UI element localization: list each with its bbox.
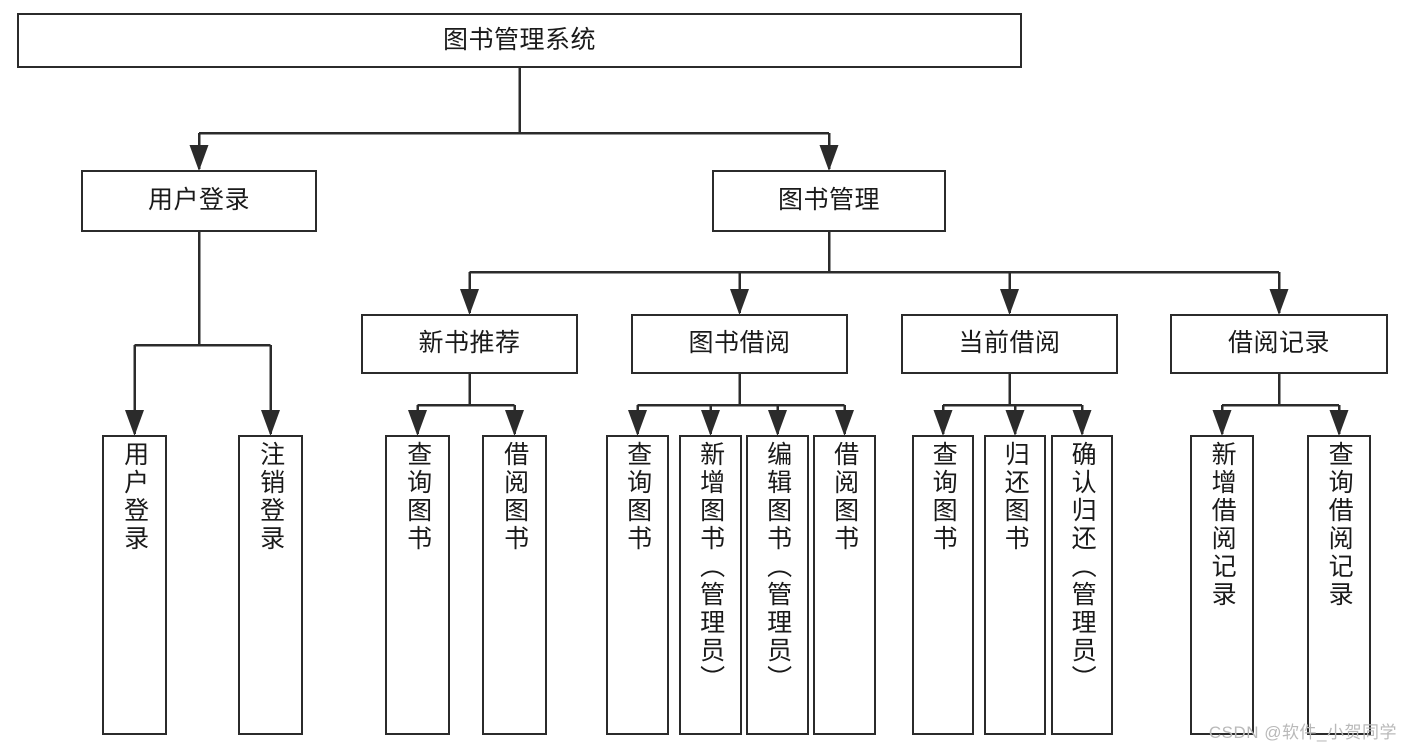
node-label: 新书推荐	[418, 329, 521, 358]
arrow-head	[125, 410, 144, 436]
node-leaf-return-book[interactable]: 归还图书	[984, 435, 1046, 735]
arrow-head	[1212, 410, 1232, 436]
arrow-head	[1269, 289, 1289, 315]
node-label: 注销登录	[256, 441, 285, 553]
node-label: 编辑图书（管理员）	[763, 441, 792, 693]
node-label: 借阅记录	[1227, 329, 1330, 358]
node-label: 图书借阅	[688, 329, 791, 358]
node-leaf-query-book-cb[interactable]: 查询图书	[912, 435, 974, 735]
node-leaf-user-logout[interactable]: 注销登录	[238, 435, 303, 735]
node-label: 图书管理	[777, 186, 880, 215]
arrow-head	[1000, 289, 1019, 315]
node-label: 当前借阅	[958, 329, 1061, 358]
arrow-head	[628, 410, 647, 436]
node-label: 用户登录	[147, 186, 250, 215]
node-label: 新增借阅记录	[1208, 441, 1237, 609]
arrow-head	[819, 145, 839, 171]
arrow-head	[933, 410, 953, 436]
node-label: 新增图书（管理员）	[696, 441, 725, 693]
node-leaf-edit-book-admin[interactable]: 编辑图书（管理员）	[746, 435, 809, 735]
node-label: 确认归还（管理员）	[1068, 441, 1097, 693]
node-leaf-query-borrow-record[interactable]: 查询借阅记录	[1307, 435, 1371, 735]
node-label: 查询借阅记录	[1325, 441, 1354, 609]
arrow-head	[189, 145, 209, 171]
node-label: 归还图书	[1001, 441, 1030, 553]
node-label: 用户登录	[120, 441, 149, 553]
node-book-manage[interactable]: 图书管理	[712, 170, 946, 232]
node-leaf-query-book-br[interactable]: 查询图书	[606, 435, 669, 735]
node-current-borrow[interactable]: 当前借阅	[901, 314, 1118, 374]
node-label: 借阅图书	[500, 441, 529, 553]
node-leaf-query-book-rec[interactable]: 查询图书	[385, 435, 450, 735]
arrow-head	[505, 410, 524, 436]
arrow-head	[768, 410, 787, 436]
node-label: 查询图书	[929, 441, 958, 553]
arrow-head	[1329, 410, 1349, 436]
node-leaf-add-borrow-record[interactable]: 新增借阅记录	[1190, 435, 1254, 735]
csdn-watermark: CSDN @软件_小贺同学	[1208, 723, 1397, 742]
node-book-borrow[interactable]: 图书借阅	[631, 314, 848, 374]
node-borrow-record[interactable]: 借阅记录	[1170, 314, 1388, 374]
arrow-head	[1005, 410, 1025, 436]
node-leaf-borrow-book-br[interactable]: 借阅图书	[813, 435, 876, 735]
arrow-head	[1072, 410, 1092, 436]
node-root[interactable]: 图书管理系统	[17, 13, 1022, 68]
node-new-book-rec[interactable]: 新书推荐	[361, 314, 578, 374]
node-leaf-confirm-return-admin[interactable]: 确认归还（管理员）	[1051, 435, 1113, 735]
arrow-head	[701, 410, 720, 436]
node-label: 借阅图书	[830, 441, 859, 553]
node-label: 查询图书	[623, 441, 652, 553]
node-user-login[interactable]: 用户登录	[81, 170, 317, 232]
arrow-head	[460, 289, 479, 315]
node-leaf-user-login[interactable]: 用户登录	[102, 435, 167, 735]
node-leaf-add-book-admin[interactable]: 新增图书（管理员）	[679, 435, 742, 735]
node-label: 查询图书	[403, 441, 432, 553]
arrow-head	[261, 410, 280, 436]
node-leaf-borrow-book-rec[interactable]: 借阅图书	[482, 435, 547, 735]
arrow-head	[408, 410, 427, 436]
arrow-head	[730, 289, 749, 315]
node-label: 图书管理系统	[442, 25, 596, 54]
arrow-head	[835, 410, 854, 436]
